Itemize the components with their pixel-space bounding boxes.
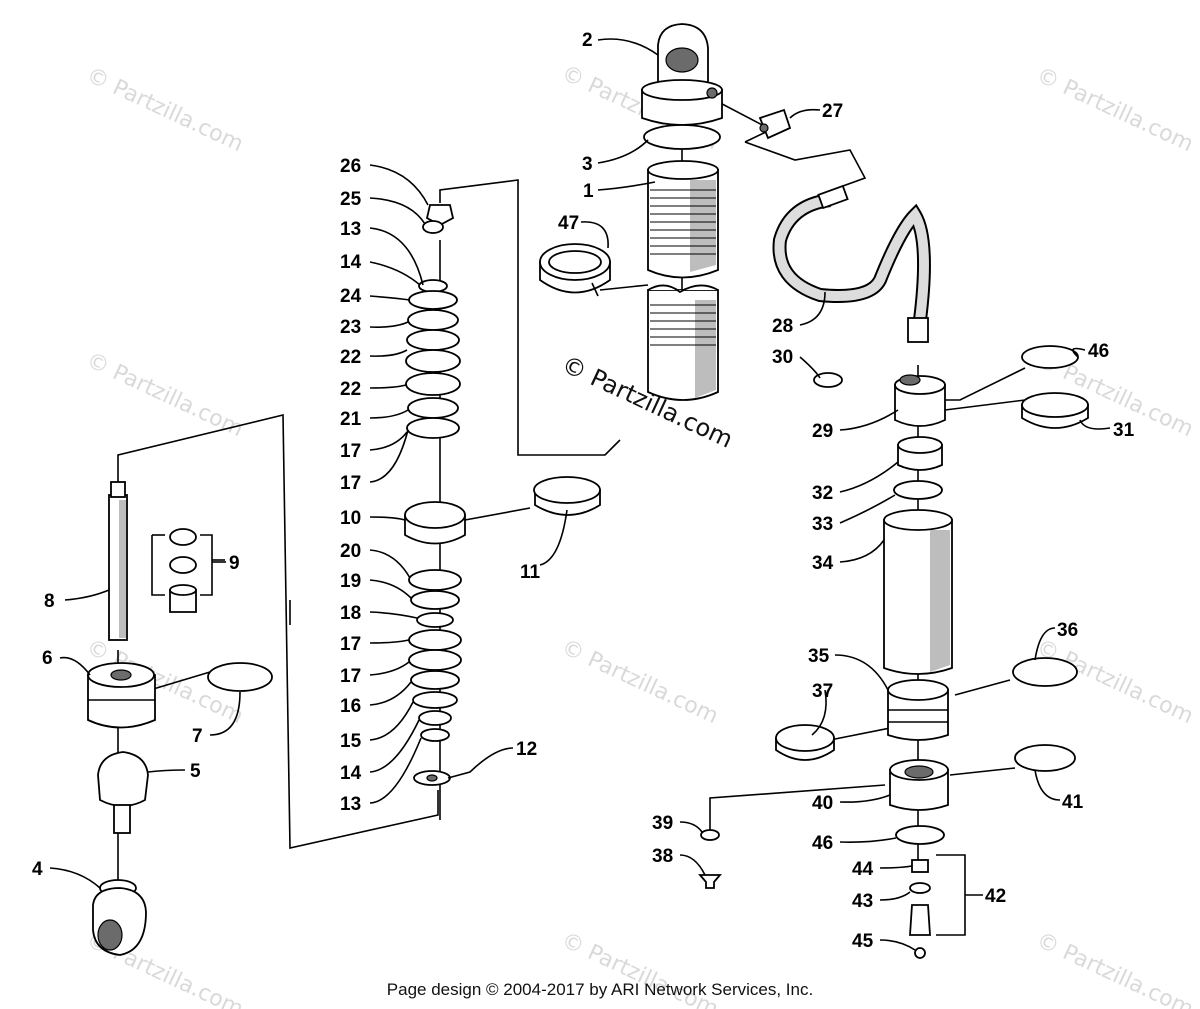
seal-head-6: [87, 662, 156, 729]
callout-23: 23: [340, 317, 361, 338]
callout-29: 29: [812, 421, 833, 442]
shock-body: [647, 160, 719, 401]
o-ring-3: [643, 124, 721, 150]
callout-43: 43: [852, 891, 873, 912]
reservoir-cap: [894, 374, 946, 427]
end-cap-40: [889, 759, 949, 811]
valve-44: [911, 859, 929, 873]
callout-30: 30: [772, 347, 793, 368]
o-ring-30: [813, 372, 843, 388]
callout-1: 1: [583, 181, 594, 202]
callout-24: 24: [340, 286, 362, 307]
callout-28: 28: [772, 316, 793, 337]
callout-42: 42: [985, 886, 1006, 907]
callout-17-c: 17: [340, 634, 361, 655]
seal-ring-41: [1014, 744, 1076, 772]
callout-27: 27: [822, 101, 843, 122]
valve-stem: [909, 904, 931, 936]
eyelet-4: [92, 879, 147, 956]
callout-41: 41: [1062, 792, 1084, 813]
callout-35: 35: [808, 646, 830, 667]
callout-17-b: 17: [340, 473, 361, 494]
callout-17-d: 17: [340, 666, 361, 687]
callout-14-bottom: 14: [340, 763, 362, 784]
callout-12: 12: [516, 739, 537, 760]
callout-40: 40: [812, 793, 833, 814]
callout-33: 33: [812, 514, 833, 535]
callout-19: 19: [340, 571, 361, 592]
washer-43: [909, 882, 931, 894]
cap-45: [914, 947, 926, 959]
callout-7: 7: [192, 726, 203, 747]
screw-38: [698, 874, 722, 889]
callout-13-top: 13: [340, 219, 361, 240]
callout-14-top: 14: [340, 252, 362, 273]
callout-4: 4: [32, 859, 43, 880]
piston-stack: [404, 204, 466, 786]
callout-10: 10: [340, 508, 361, 529]
callout-13-bottom: 13: [340, 794, 361, 815]
footer-copyright: Page design © 2004-2017 by ARI Network S…: [386, 980, 814, 999]
callout-44: 44: [852, 859, 874, 880]
callout-38: 38: [652, 846, 673, 867]
watermark-lower-middle: © Partzilla.com: [557, 635, 721, 729]
callout-45: 45: [852, 931, 874, 952]
callout-46-top: 46: [1088, 341, 1109, 362]
callout-15: 15: [340, 731, 362, 752]
clamp-37: [775, 724, 835, 761]
callout-5: 5: [190, 761, 201, 782]
callout-36: 36: [1057, 620, 1078, 641]
piston-rod: [108, 481, 128, 641]
callout-2: 2: [582, 30, 593, 51]
watermarks: © Partzilla.com © Partzilla.com © Partzi…: [82, 61, 1196, 1009]
leader-lines: [49, 38, 1111, 951]
seal-ring-46-bottom: [895, 825, 945, 845]
o-ring-33: [893, 480, 943, 500]
bushing-11: [533, 476, 601, 516]
callout-21: 21: [340, 409, 362, 430]
bushing-31: [1021, 392, 1089, 429]
callout-39: 39: [652, 813, 673, 834]
callout-34: 34: [812, 553, 834, 574]
top-mount-eye: [641, 23, 723, 126]
callout-31: 31: [1113, 420, 1135, 441]
callout-22-b: 22: [340, 379, 361, 400]
hose-fitting: [758, 108, 792, 140]
callout-46-bottom: 46: [812, 833, 833, 854]
callout-18: 18: [340, 603, 361, 624]
callout-labels: 2 3 1 47 27 28 30 29 32 33 34 35 37 46 3…: [32, 30, 1135, 952]
seal-ring-46-top: [1021, 345, 1079, 369]
adjuster-ring: [539, 243, 611, 297]
end-cap-35: [887, 679, 949, 741]
callout-32: 32: [812, 483, 833, 504]
callout-16: 16: [340, 696, 361, 717]
callout-25: 25: [340, 189, 362, 210]
callout-37: 37: [812, 681, 833, 702]
callout-9: 9: [229, 553, 240, 574]
bushings-9: [169, 528, 197, 613]
watermark-top-right: © Partzilla.com: [1032, 63, 1196, 157]
callout-17-a: 17: [340, 441, 361, 462]
watermark-top-left: © Partzilla.com: [82, 63, 246, 157]
reservoir-body: [883, 509, 953, 675]
callout-26: 26: [340, 156, 361, 177]
callout-22-a: 22: [340, 347, 361, 368]
callout-8: 8: [44, 591, 55, 612]
reservoir-hose: [772, 184, 931, 343]
watermark-mid-left: © Partzilla.com: [82, 348, 246, 442]
piston-32: [897, 436, 943, 471]
o-ring-39: [700, 829, 720, 841]
seal-ring-36: [1012, 657, 1078, 687]
callout-3: 3: [582, 154, 593, 175]
callout-11: 11: [520, 562, 541, 583]
callout-47: 47: [558, 213, 579, 234]
bearing-5: [97, 751, 149, 834]
seal-ring-7: [207, 662, 273, 692]
callout-6: 6: [42, 648, 53, 669]
callout-20: 20: [340, 541, 361, 562]
